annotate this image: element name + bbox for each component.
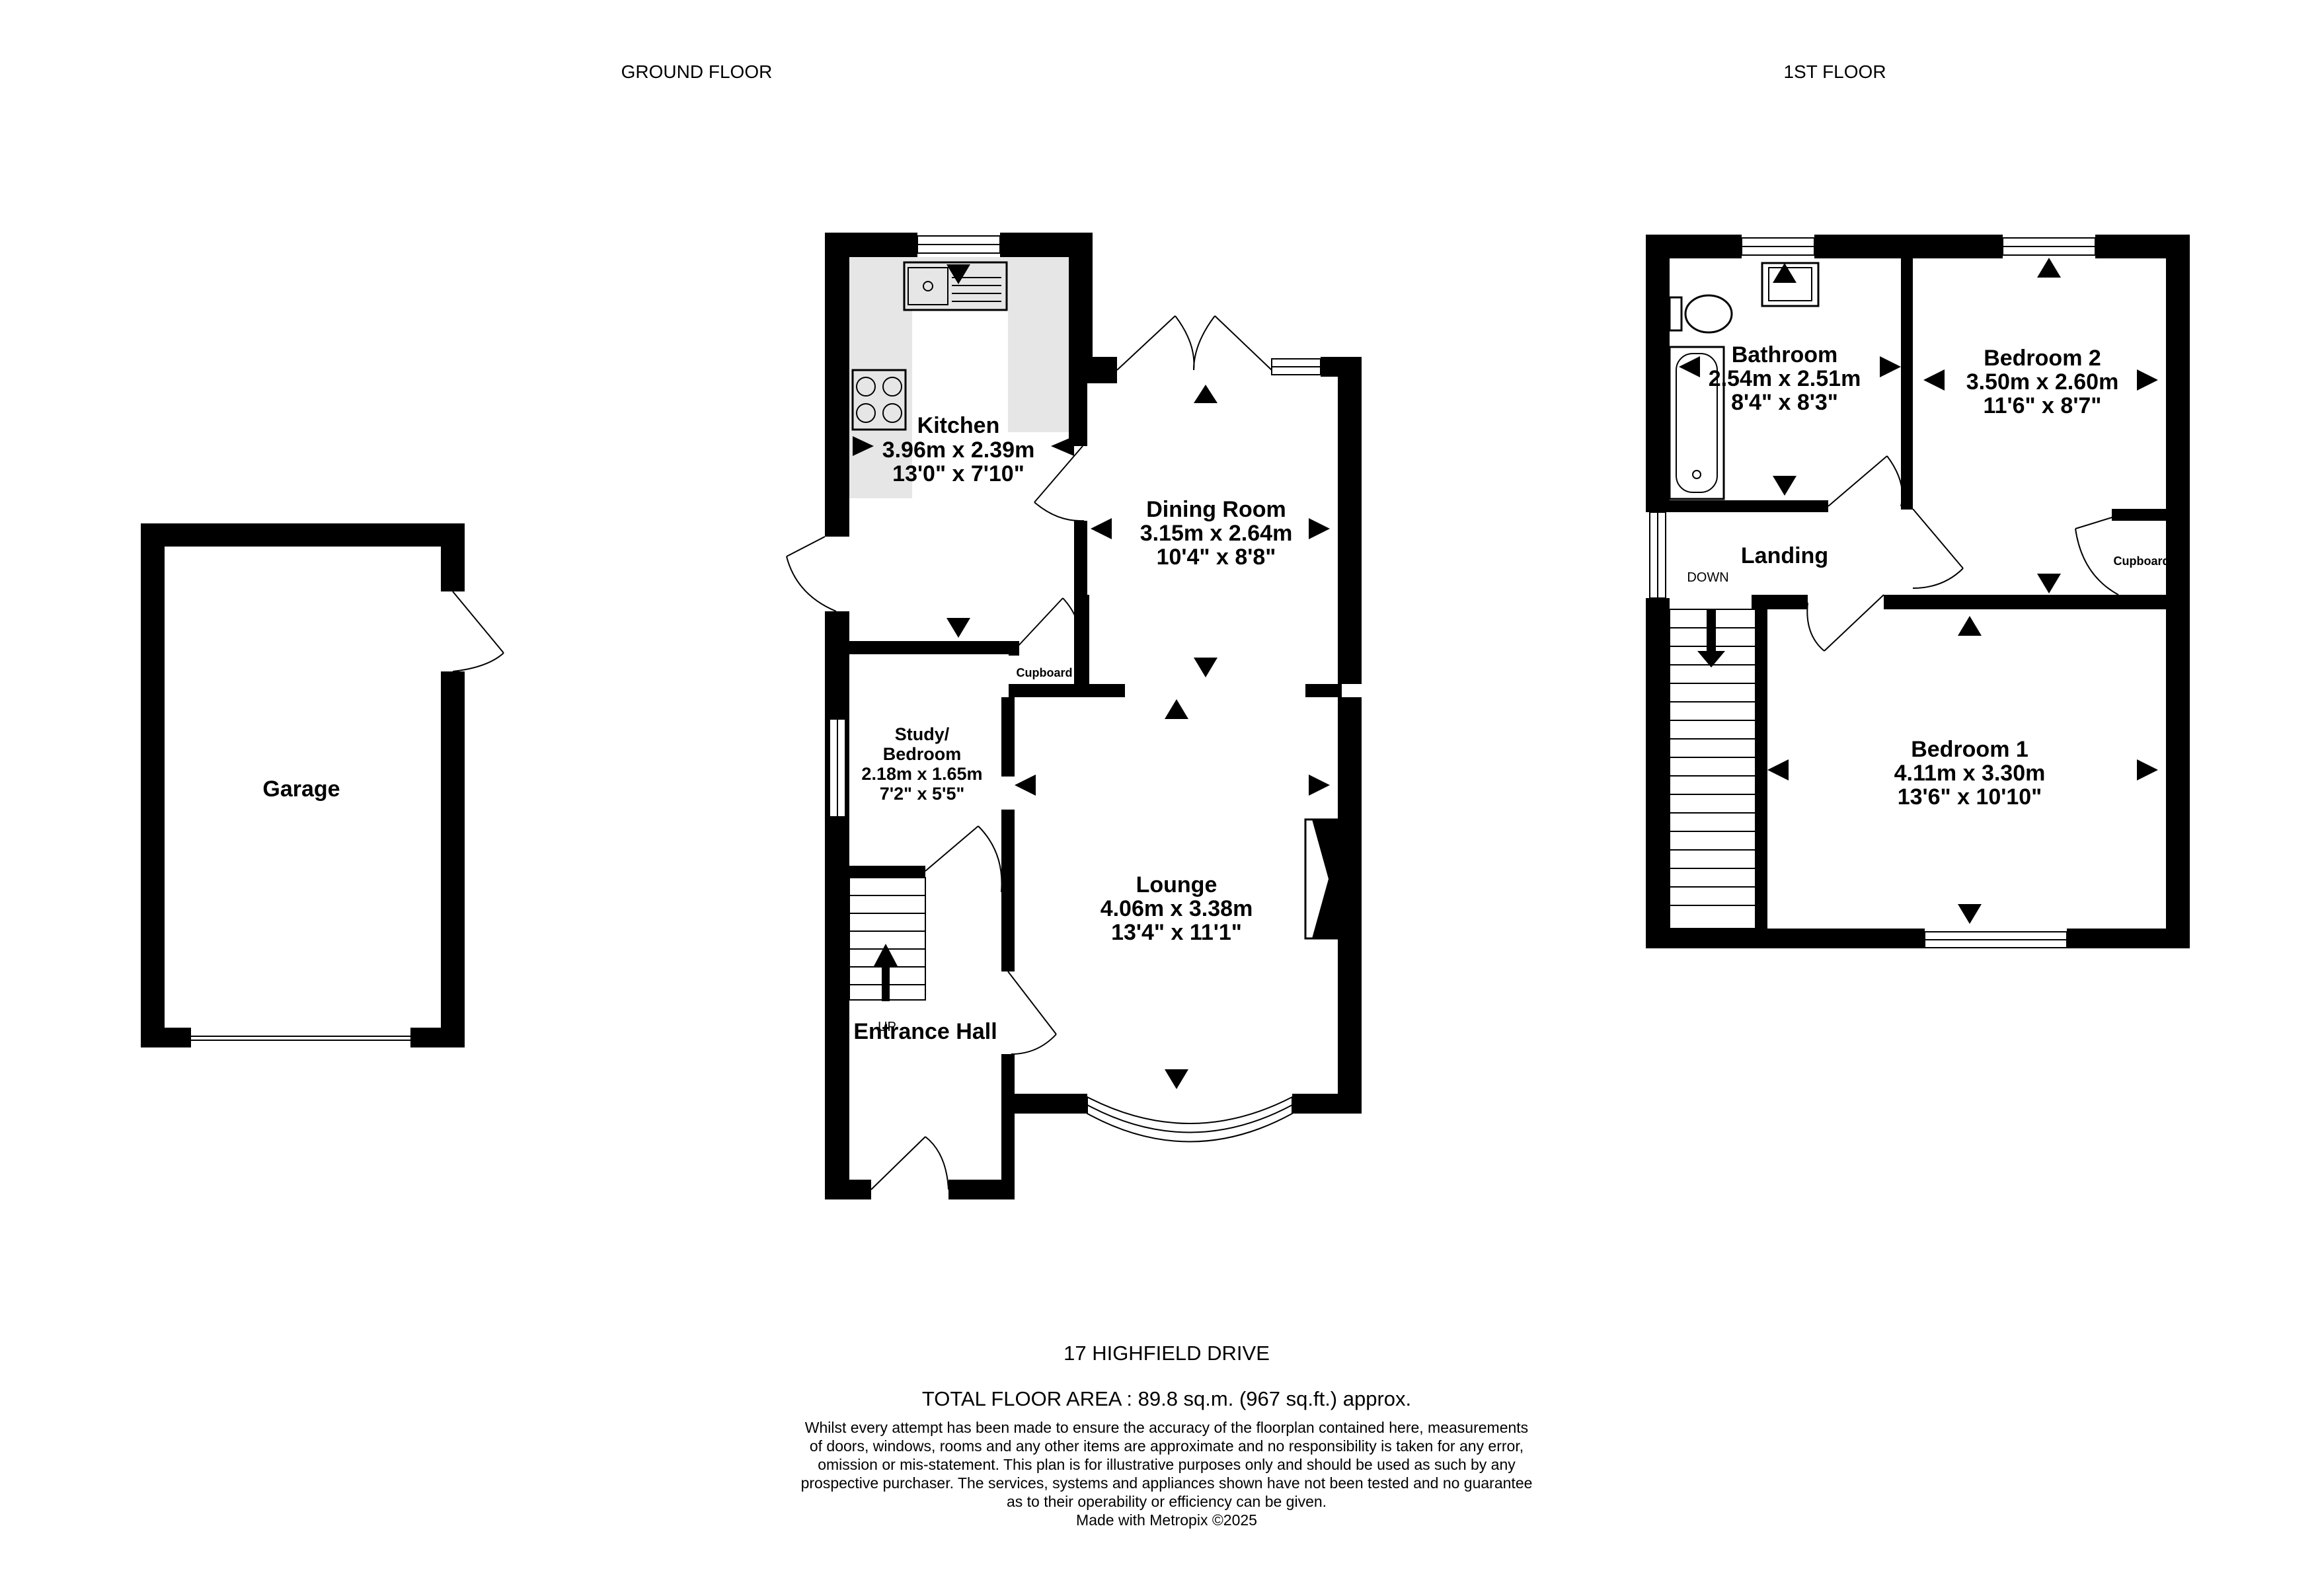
address: 17 HIGHFIELD DRIVE [1063,1342,1270,1365]
dining-room-label: Dining Room 3.15m x 2.64m 10'4" x 8'8" [1140,497,1293,570]
garage-label: Garage [262,777,340,802]
svg-text:Made with Metropix ©2025: Made with Metropix ©2025 [1076,1511,1257,1529]
svg-text:10'4" x 8'8": 10'4" x 8'8" [1157,545,1276,570]
kitchen-label: Kitchen 3.96m x 2.39m 13'0" x 7'10" [882,413,1035,486]
svg-text:of doors, windows, rooms and a: of doors, windows, rooms and any other i… [810,1437,1524,1455]
ground-cupboard-label: Cupboard [1017,666,1073,679]
ground-floor-dimension-arrows [853,264,1330,1089]
svg-text:3.50m x 2.60m: 3.50m x 2.60m [1966,369,2119,395]
stair-up-label: UP [878,1020,896,1034]
svg-text:13'4" x 11'1": 13'4" x 11'1" [1111,920,1242,945]
stair-down-label: DOWN [1687,570,1728,585]
disclaimer: Whilst every attempt has been made to en… [801,1419,1533,1529]
svg-text:Bedroom 1: Bedroom 1 [1911,737,2028,762]
svg-text:prospective purchaser. The ser: prospective purchaser. The services, sys… [801,1474,1533,1492]
ground-floor-heading: GROUND FLOOR [621,61,773,82]
svg-text:13'6" x 10'10": 13'6" x 10'10" [1898,784,2042,810]
bathroom-fittings [1668,262,1820,500]
svg-text:11'6" x 8'7": 11'6" x 8'7" [1984,393,2102,418]
bedroom-2-label: Bedroom 2 3.50m x 2.60m 11'6" x 8'7" [1966,346,2119,418]
svg-text:Bedroom: Bedroom [883,744,962,764]
first-floor-heading: 1ST FLOOR [1783,61,1886,82]
svg-text:Study/: Study/ [895,724,950,744]
svg-text:Bedroom 2: Bedroom 2 [1984,346,2101,371]
landing-label: Landing [1741,543,1828,568]
first-floor-dimension-arrows [1679,258,2158,924]
svg-text:omission or mis-statement. Thi: omission or mis-statement. This plan is … [818,1456,1516,1473]
study-bedroom-label: Study/ Bedroom 2.18m x 1.65m 7'2" x 5'5" [861,724,982,804]
garage: Garage [141,523,504,1047]
svg-text:Kitchen: Kitchen [917,413,1000,438]
lounge-label: Lounge 4.06m x 3.38m 13'4" x 11'1" [1101,872,1253,945]
svg-text:8'4" x 8'3": 8'4" x 8'3" [1731,390,1838,415]
first-cupboard-label: Cupboard [2114,554,2170,568]
total-floor-area: TOTAL FLOOR AREA : 89.8 sq.m. (967 sq.ft… [922,1387,1411,1410]
bedroom-1-label: Bedroom 1 4.11m x 3.30m 13'6" x 10'10" [1894,737,2046,810]
svg-text:7'2" x 5'5": 7'2" x 5'5" [880,784,965,804]
svg-text:as to their operability or eff: as to their operability or efficiency ca… [1007,1493,1327,1510]
svg-text:Whilst every attempt has been: Whilst every attempt has been made to en… [805,1419,1528,1436]
svg-text:2.54m x 2.51m: 2.54m x 2.51m [1709,366,1861,391]
svg-text:Bathroom: Bathroom [1732,342,1838,367]
svg-text:4.06m x 3.38m: 4.06m x 3.38m [1101,896,1253,921]
svg-text:Dining Room: Dining Room [1146,497,1286,522]
svg-text:3.96m x 2.39m: 3.96m x 2.39m [882,437,1035,463]
first-floor-walls [1646,235,2190,948]
bathroom-label: Bathroom 2.54m x 2.51m 8'4" x 8'3" [1709,342,1861,415]
svg-text:13'0" x 7'10": 13'0" x 7'10" [892,461,1024,486]
entrance-hall-label: Entrance Hall [853,1019,997,1044]
svg-text:Lounge: Lounge [1136,872,1217,897]
ground-floor-walls [786,233,1362,1199]
svg-text:2.18m x 1.65m: 2.18m x 1.65m [861,764,982,784]
svg-text:4.11m x 3.30m: 4.11m x 3.30m [1894,761,2046,786]
svg-text:3.15m x 2.64m: 3.15m x 2.64m [1140,521,1293,546]
